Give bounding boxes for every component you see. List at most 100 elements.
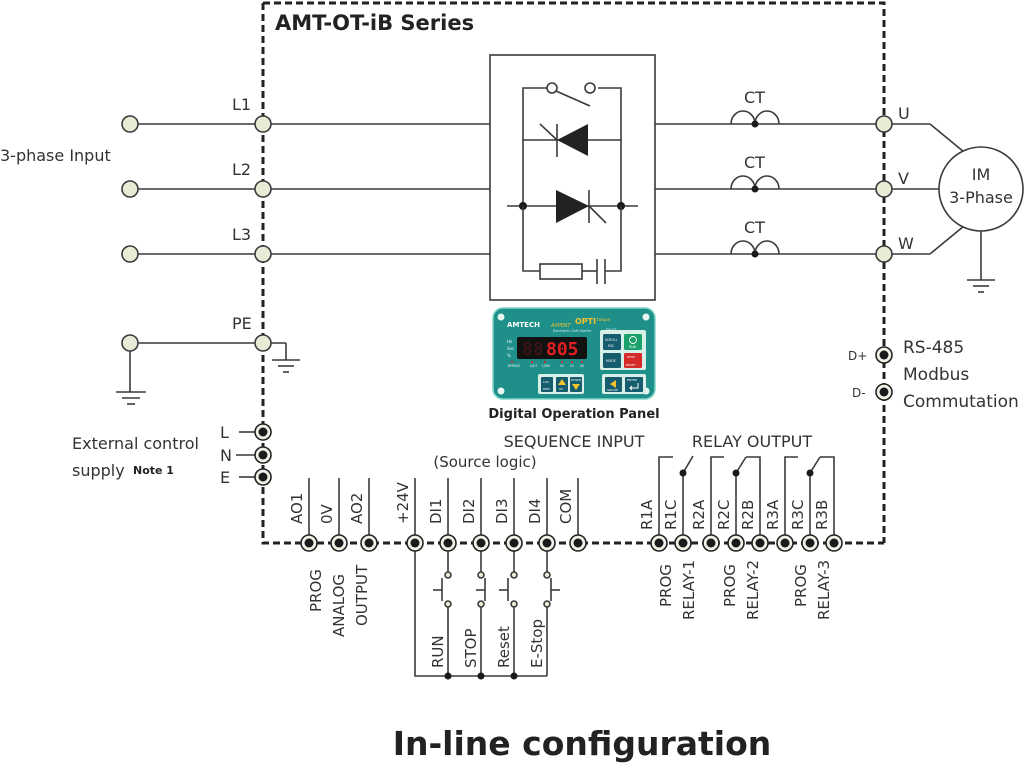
analog-desc-2: ANALOG bbox=[330, 574, 348, 637]
current-transformer-icon: CT bbox=[730, 153, 780, 193]
external-supply-section: External control supply Note 1 L N E bbox=[72, 423, 272, 487]
relay1-desc-1: PROG bbox=[657, 564, 675, 607]
ext-supply-line-2: supply bbox=[72, 461, 125, 480]
led-uit: U/I/T bbox=[530, 364, 537, 368]
line-label-l3: L3 bbox=[232, 225, 251, 244]
reset-key-label: RESET bbox=[626, 363, 636, 367]
mode-key[interactable]: MODE bbox=[603, 353, 621, 368]
terminal-center bbox=[654, 538, 664, 548]
pin-label-d-plus: D+ bbox=[848, 349, 867, 363]
switch-label-reset: Reset bbox=[495, 626, 513, 668]
terminal-center bbox=[334, 538, 344, 548]
terminal-label-di1: DI1 bbox=[427, 498, 445, 524]
loc-rem-key[interactable]: LOC REM bbox=[541, 377, 553, 392]
terminal-l1 bbox=[254, 115, 272, 133]
panel-product: OPTI bbox=[575, 317, 596, 326]
phase-label-v: V bbox=[898, 169, 909, 188]
terminal-label-r1c: R1C bbox=[662, 500, 680, 530]
terminal-center bbox=[542, 538, 552, 548]
up-key[interactable]: UP bbox=[556, 377, 568, 392]
group-key[interactable]: GROUP bbox=[605, 377, 622, 392]
scroll-key-label: SCROLL bbox=[605, 338, 618, 342]
current-transformer-icon: CT bbox=[730, 88, 780, 128]
display-ghost: 88 bbox=[522, 339, 544, 360]
terminal-center bbox=[573, 538, 583, 548]
led-bypass: BYPASS bbox=[508, 364, 520, 368]
run-key[interactable]: RUN bbox=[624, 334, 642, 350]
down-arrow-icon bbox=[572, 384, 580, 390]
relay-header: RELAY OUTPUT bbox=[692, 432, 813, 451]
unit-percent: % bbox=[507, 353, 511, 358]
terminal-center bbox=[731, 538, 741, 548]
terminal-w bbox=[875, 245, 893, 263]
terminal-v bbox=[875, 180, 893, 198]
terminal-center bbox=[443, 538, 453, 548]
line-label-l2: L2 bbox=[232, 160, 251, 179]
thyristor-icon bbox=[507, 190, 638, 224]
motor-icon: IM 3-Phase bbox=[938, 146, 1024, 293]
terminal-center bbox=[364, 538, 374, 548]
pe-label: PE bbox=[232, 314, 252, 333]
digital-operation-panel: AMTECH AXPERT OPTI torque Electronic Sof… bbox=[488, 307, 660, 422]
phase-label-u: U bbox=[898, 104, 910, 123]
motor-label-1: IM bbox=[972, 165, 991, 184]
terminal-label-r3c: R3C bbox=[789, 500, 807, 530]
led-s0: S0 bbox=[580, 364, 584, 368]
terminal-label-r2a: R2A bbox=[690, 499, 708, 530]
ground-icon bbox=[272, 359, 300, 373]
output-section: CT CT CT U V W IM 3-Phase bbox=[655, 88, 1024, 293]
control-terminals: SEQUENCE INPUT (Source logic) AO1 0V AO2… bbox=[288, 432, 843, 680]
terminal-label-com: COM bbox=[557, 489, 575, 524]
comm-line-3: Commutation bbox=[903, 392, 1019, 412]
terminal-label-r2b: R2B bbox=[739, 500, 757, 530]
supply-terminal-l3 bbox=[121, 245, 139, 263]
sequence-subheader: (Source logic) bbox=[433, 453, 536, 471]
comm-line-1: RS-485 bbox=[903, 338, 964, 358]
relay-contact-icon bbox=[679, 469, 687, 477]
stop-key-label: STOP bbox=[627, 355, 635, 359]
terminal-center bbox=[805, 538, 815, 548]
display-value: 805 bbox=[546, 339, 579, 360]
panel-subtitle: Electronic Soft Starter bbox=[553, 329, 592, 333]
terminal-pe bbox=[254, 334, 272, 352]
led-s1: S1 bbox=[570, 364, 574, 368]
panel-brand: AMTECH bbox=[507, 321, 540, 329]
input-section: 3-phase Input L1 L2 L3 bbox=[0, 95, 490, 263]
switch-label-stop: STOP bbox=[462, 628, 480, 668]
terminal-label-ao1: AO1 bbox=[288, 493, 306, 524]
panel-label: Digital Operation Panel bbox=[488, 407, 659, 422]
pushbutton-reset-icon bbox=[499, 571, 518, 608]
fault-led-label: FAULT bbox=[606, 328, 617, 332]
terminal-center bbox=[304, 538, 314, 548]
sequence-header: SEQUENCE INPUT bbox=[504, 432, 645, 451]
thyristor-icon bbox=[523, 123, 621, 157]
pin-label-d-minus: D- bbox=[852, 386, 866, 400]
terminal-center bbox=[476, 538, 486, 548]
relay1-desc-2: RELAY-1 bbox=[680, 560, 698, 620]
switch-label-run: RUN bbox=[429, 635, 447, 668]
supply-terminal-l1 bbox=[121, 115, 139, 133]
ext-pin-label-l: L bbox=[220, 423, 229, 442]
relay2-desc-2: RELAY-2 bbox=[744, 560, 762, 620]
terminal-label-r1a: R1A bbox=[638, 499, 656, 530]
enter-key[interactable]: ENTER bbox=[625, 377, 643, 392]
rs485-section: D+ D- RS-485 Modbus Commutation bbox=[848, 338, 1019, 412]
stop-reset-key[interactable]: STOP RESET bbox=[624, 353, 642, 368]
ground-icon bbox=[967, 279, 995, 293]
ext-supply-line-1: External control bbox=[72, 434, 199, 453]
enter-key-label: ENTER bbox=[627, 378, 637, 382]
relay2-desc-1: PROG bbox=[721, 564, 739, 607]
pushbutton-run-icon bbox=[433, 571, 452, 608]
terminal-center bbox=[678, 538, 688, 548]
bypass-contactor-icon bbox=[522, 82, 622, 204]
scroll-esc-key[interactable]: SCROLL ESC bbox=[603, 334, 621, 350]
line-label-l1: L1 bbox=[232, 95, 251, 114]
ext-pin-label-n: N bbox=[220, 446, 232, 465]
ground-icon bbox=[116, 391, 146, 405]
down-key[interactable]: DOWN bbox=[570, 377, 582, 392]
up-arrow-icon bbox=[558, 379, 566, 385]
supply-terminal-pe bbox=[121, 334, 139, 352]
ext-supply-note: Note 1 bbox=[133, 464, 174, 477]
supply-terminal-l2 bbox=[121, 180, 139, 198]
relay-contact-icon bbox=[732, 469, 740, 477]
